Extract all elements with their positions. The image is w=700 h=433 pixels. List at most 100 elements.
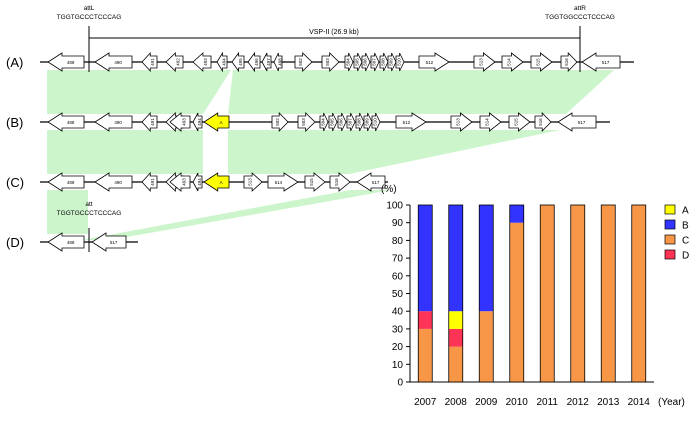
bar-outline-2008 [448,204,464,383]
gene-2-2-label: 491 [150,178,155,186]
gene-1-17-label: 513 [455,118,460,126]
legend-swatch-B [664,219,676,230]
gene-1-9-label: 504 [320,118,325,126]
gene-1-5-label: 494 [197,118,202,126]
gene-1-12 [346,112,356,132]
gene-3-1-label: 517 [110,240,118,245]
gene-0-8-label: 497 [266,58,271,66]
legend-label-B: B [682,221,689,232]
bar-outline-2010 [509,204,525,383]
y-tick-label-100: 100 [386,201,403,212]
gene-0-11 [321,52,340,72]
bar-outline-2012 [570,204,586,383]
gene-2-5-label: 494 [197,178,202,186]
bar-2009-B [479,205,494,312]
y-tick-label-60: 60 [392,271,404,282]
gene-0-9-label: 498 [277,58,282,66]
homology-band-5 [47,190,88,234]
gene-1-15 [371,112,381,132]
gene-1-19-label: 515 [513,118,518,126]
gene-0-14-label: 506 [362,58,367,66]
gene-2-6-label: A [220,180,223,185]
gene-0-13 [353,52,363,72]
gene-1-20-label: 516 [538,118,543,126]
gene-0-19-label: 512 [426,60,434,65]
row-label-1: (B) [6,115,23,130]
gene-0-0-label: 489 [67,60,75,65]
gene-2-11 [356,172,386,192]
gene-2-6 [203,172,230,192]
gene-0-21 [501,52,524,72]
attL-label: attL [84,5,95,12]
gene-0-24 [581,52,621,72]
gene-0-13-label: 505 [354,58,359,66]
gene-0-23 [560,52,578,72]
gene-0-24-label: 517 [602,60,610,65]
bar-2009-C [479,311,494,382]
gene-1-5 [192,112,203,132]
gene-0-3 [165,52,184,72]
bar-2007-D [418,311,433,329]
gene-2-9 [304,172,326,192]
gene-1-21-label: 517 [578,120,586,125]
bar-outline-2014 [631,204,647,383]
gene-1-18 [479,112,502,132]
legend-swatch-D [664,249,676,260]
gene-1-17 [450,112,473,132]
homology-band-6 [82,190,392,240]
legend-swatch-C [664,234,676,245]
gene-2-9-label: 515 [309,178,314,186]
legend-label-C: C [682,236,689,247]
gene-1-19 [508,112,531,132]
x-tick-label-2008: 2008 [445,397,468,408]
gene-2-2 [141,171,158,193]
homology-band-4 [228,130,560,174]
gene-1-0 [47,112,85,132]
gene-0-10 [294,52,313,72]
row-label-0: (A) [6,55,23,70]
gene-1-0-label: 488 [67,120,75,125]
gene-1-16-label: 512 [403,120,411,125]
gene-2-8-label: 514 [275,180,283,185]
y-tick-label-50: 50 [392,289,404,300]
y-tick-label-40: 40 [392,307,404,318]
x-tick-label-2009: 2009 [475,397,498,408]
homology-band-1 [47,70,231,114]
gene-0-10-label: 502 [298,58,303,66]
gene-0-21-label: 514 [506,58,511,66]
gene-1-8 [297,112,316,132]
gene-1-6-label: A [220,120,223,125]
bar-2008-C [448,346,463,382]
gene-1-11-label: 506 [338,118,343,126]
x-tick-label-2013: 2013 [597,397,620,408]
legend-swatch-A [664,204,676,215]
legend-label-A: A [682,206,689,217]
att-sequence: TGGTGCCCTCCCAG [57,210,122,217]
bar-2013-C [601,205,616,382]
x-tick-label-2012: 2012 [567,397,590,408]
gene-1-13-label: 508 [356,118,361,126]
gene-1-11 [337,112,347,132]
bar-2007-B [418,205,433,312]
gene-3-0 [47,232,85,252]
gene-3-1 [91,232,127,252]
gene-1-10 [328,112,338,132]
attR-sequence: TGGTGGCCCTCCCAG [545,14,615,21]
y-tick-label-30: 30 [392,324,404,335]
bar-outline-2013 [600,204,616,383]
gene-2-1 [94,172,133,192]
gene-1-15-label: 510 [372,118,377,126]
bar-2010-B [509,205,524,223]
gene-0-23-label: 516 [564,58,569,66]
gene-0-2 [141,51,158,73]
bar-2012-C [570,205,585,382]
bar-2014-C [631,205,646,382]
gene-1-20 [534,112,552,132]
gene-2-7 [243,172,263,192]
y-tick-label-20: 20 [392,342,404,353]
y-tick-label-90: 90 [392,218,404,229]
gene-0-9 [273,52,283,72]
gene-0-20-label: 513 [478,58,483,66]
gene-0-5 [216,51,228,73]
gene-2-0-label: 489 [67,180,75,185]
